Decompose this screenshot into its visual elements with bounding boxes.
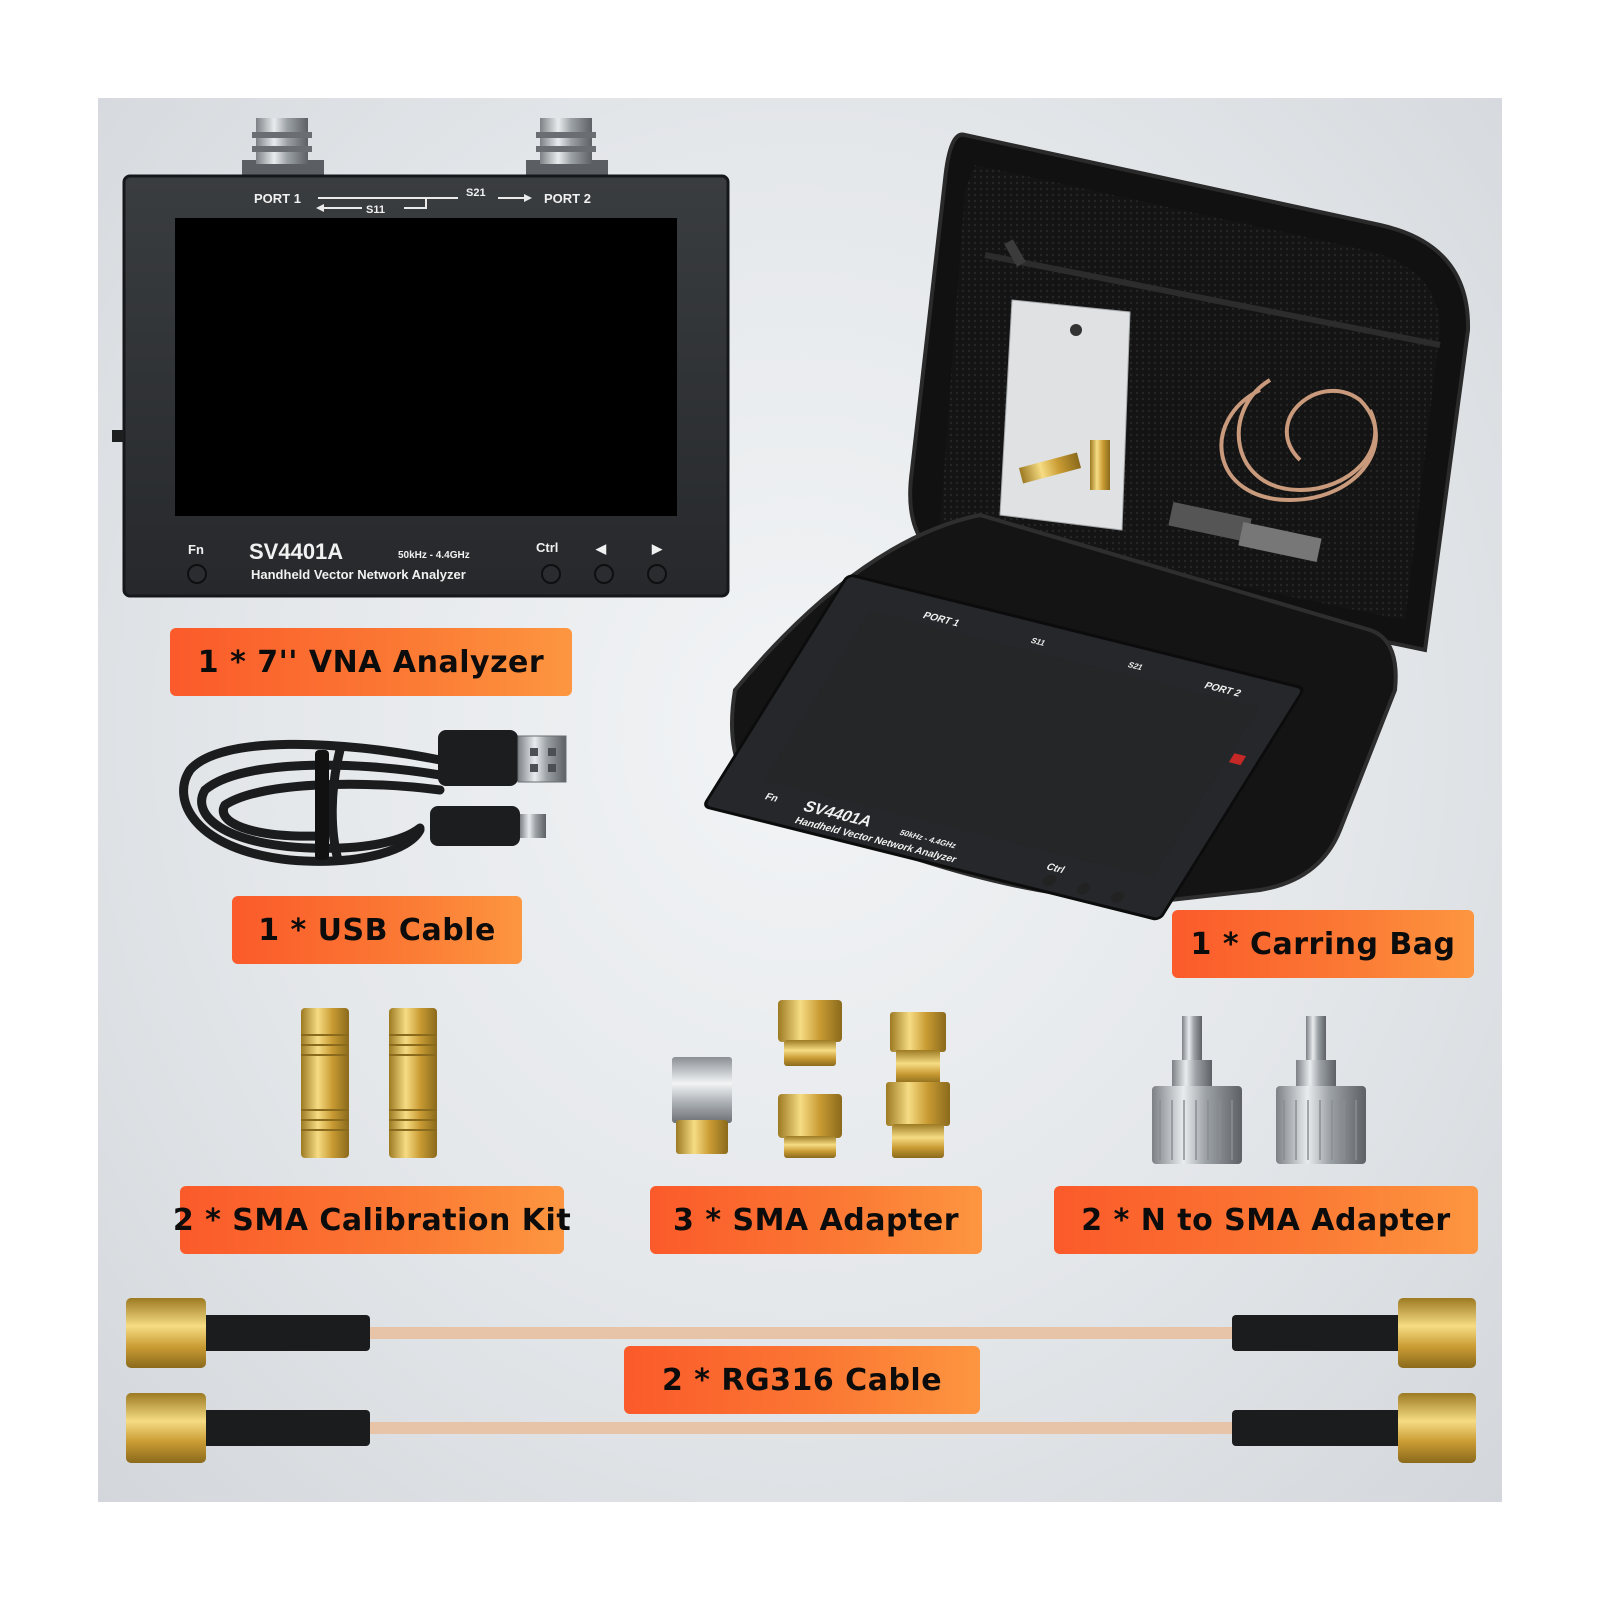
right-arrow-icon: ▶ <box>651 541 663 556</box>
frequency-range: 50kHz - 4.4GHz <box>398 550 470 561</box>
port-1-label: PORT 1 <box>254 191 301 206</box>
device-model: SV4401A <box>249 539 343 564</box>
sma-adapter-label: 3 * SMA Adapter <box>650 1186 982 1254</box>
bag-fn-label: Fn <box>762 792 780 805</box>
left-button <box>594 564 614 584</box>
n-adapter-1 <box>1152 1016 1242 1164</box>
s21-label: S21 <box>466 187 486 199</box>
calibration-piece-2 <box>389 1008 437 1158</box>
rg316-cable-label: 2 * RG316 Cable <box>624 1346 980 1414</box>
bag-s21-label: S21 <box>1126 661 1145 672</box>
rg316-cable-2 <box>126 1393 1476 1463</box>
rg316-cable-1 <box>126 1298 1476 1368</box>
usb-cable-label: 1 * USB Cable <box>232 896 522 964</box>
port-2-connector <box>526 118 608 176</box>
bag-ctrl-label: Ctrl <box>1044 862 1067 876</box>
sma-nut-top <box>778 1000 842 1066</box>
device-screen <box>175 218 677 516</box>
vna-analyzer-label: 1 * 7'' VNA Analyzer <box>170 628 572 696</box>
n-to-sma-adapter-label: 2 * N to SMA Adapter <box>1054 1186 1478 1254</box>
s-parameter-diagram <box>318 197 528 209</box>
calibration-piece-1 <box>301 1008 349 1158</box>
sma-double-adapter <box>886 1012 950 1158</box>
ctrl-button <box>541 564 561 584</box>
right-button <box>647 564 667 584</box>
left-arrow-icon: ◀ <box>595 541 607 556</box>
port-1-connector <box>242 118 324 176</box>
carrying-bag-label: 1 * Carring Bag <box>1172 910 1474 978</box>
fn-button <box>187 564 207 584</box>
calibration-kit-label: 2 * SMA Calibration Kit <box>173 1186 571 1254</box>
ctrl-label: Ctrl <box>536 540 558 555</box>
port-2-label: PORT 2 <box>544 191 591 206</box>
n-adapter-2 <box>1276 1016 1366 1164</box>
sma-load <box>672 1057 732 1154</box>
bag-s11-label: S11 <box>1029 636 1048 647</box>
s11-label: S11 <box>366 204 385 216</box>
sma-nut-bottom <box>778 1094 842 1158</box>
device-subtitle: Handheld Vector Network Analyzer <box>251 567 466 582</box>
fn-label: Fn <box>188 542 204 557</box>
